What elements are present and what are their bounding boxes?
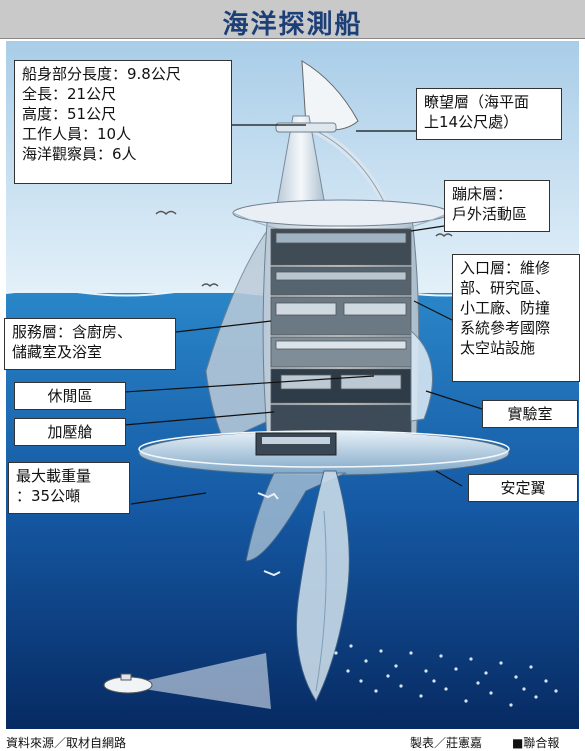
lounge-text: 休閒區 [47, 387, 93, 405]
pressure-chamber-text: 加壓艙 [47, 423, 93, 441]
diver [257, 492, 279, 500]
deck-line-1: 蹦床層： [452, 185, 513, 203]
publisher-credit: ■聯合報 [512, 736, 560, 750]
spec-height: 高度：51公尺 [22, 105, 117, 123]
entrance-label: 入口層：維修 部、研究區、 小工廠、防撞 系統參考國際 太空站設施 [452, 254, 580, 382]
max-load-line-2: ：35公噸 [16, 487, 81, 505]
spec-length: 船身部分長度：9.8公尺 [22, 65, 181, 83]
footer: 資料來源／取材自網路 製表／莊憲嘉 ■聯合報 [0, 731, 585, 751]
fish-school [334, 644, 558, 707]
stabilizer-text: 安定翼 [500, 479, 546, 497]
spec-total-length: 全長：21公尺 [22, 85, 117, 103]
entrance-line-2: 部、研究區、 [460, 279, 551, 297]
max-load-label: 最大載重量 ：35公噸 [8, 462, 130, 514]
keel-blade [296, 470, 350, 703]
pressure-chamber-label: 加壓艙 [14, 418, 126, 446]
trampoline-deck [232, 199, 450, 227]
page-title: 海洋探測船 [222, 10, 363, 40]
service-line-2: 儲藏室及浴室 [12, 343, 103, 361]
lounge-bulge [410, 329, 433, 422]
lab-label: 實驗室 [482, 400, 578, 428]
service-label: 服務層：含廚房、 儲藏室及浴室 [4, 318, 176, 370]
spec-box: 船身部分長度：9.8公尺 全長：21公尺 高度：51公尺 工作人員：10人 海洋… [14, 60, 232, 184]
producer-credit: 製表／莊憲嘉 [410, 736, 483, 750]
stabilizer-label: 安定翼 [468, 474, 578, 502]
lab-text: 實驗室 [507, 405, 553, 423]
source-credit: 資料來源／取材自網路 [6, 736, 127, 750]
title-bar: 海洋探測船 [0, 0, 585, 40]
spec-crew: 工作人員：10人 [22, 125, 132, 143]
tower-floors [270, 228, 412, 434]
diver [263, 570, 281, 577]
searchlight-beam [144, 653, 271, 709]
observation-line-2: 上14公尺處） [424, 113, 519, 131]
spec-observers: 海洋觀察員：6人 [22, 145, 137, 163]
max-load-line-1: 最大載重量 [16, 467, 92, 485]
deck-label: 蹦床層： 戶外活動區 [444, 180, 550, 232]
entrance-line-1: 入口層：維修 [460, 259, 551, 277]
entrance-line-3: 小工廠、防撞 [460, 299, 551, 317]
observation-ring [275, 122, 337, 133]
leader-lines [123, 124, 483, 505]
observation-line-1: 瞭望層（海平面 [424, 93, 530, 111]
deck-line-2: 戶外活動區 [452, 205, 528, 223]
lounge-label: 休閒區 [14, 382, 126, 410]
observation-label: 瞭望層（海平面 上14公尺處） [416, 88, 562, 140]
entrance-line-5: 太空站設施 [460, 339, 536, 357]
entrance-line-4: 系統參考國際 [460, 319, 551, 337]
service-line-1: 服務層：含廚房、 [12, 323, 133, 341]
wing-rim [138, 430, 510, 468]
